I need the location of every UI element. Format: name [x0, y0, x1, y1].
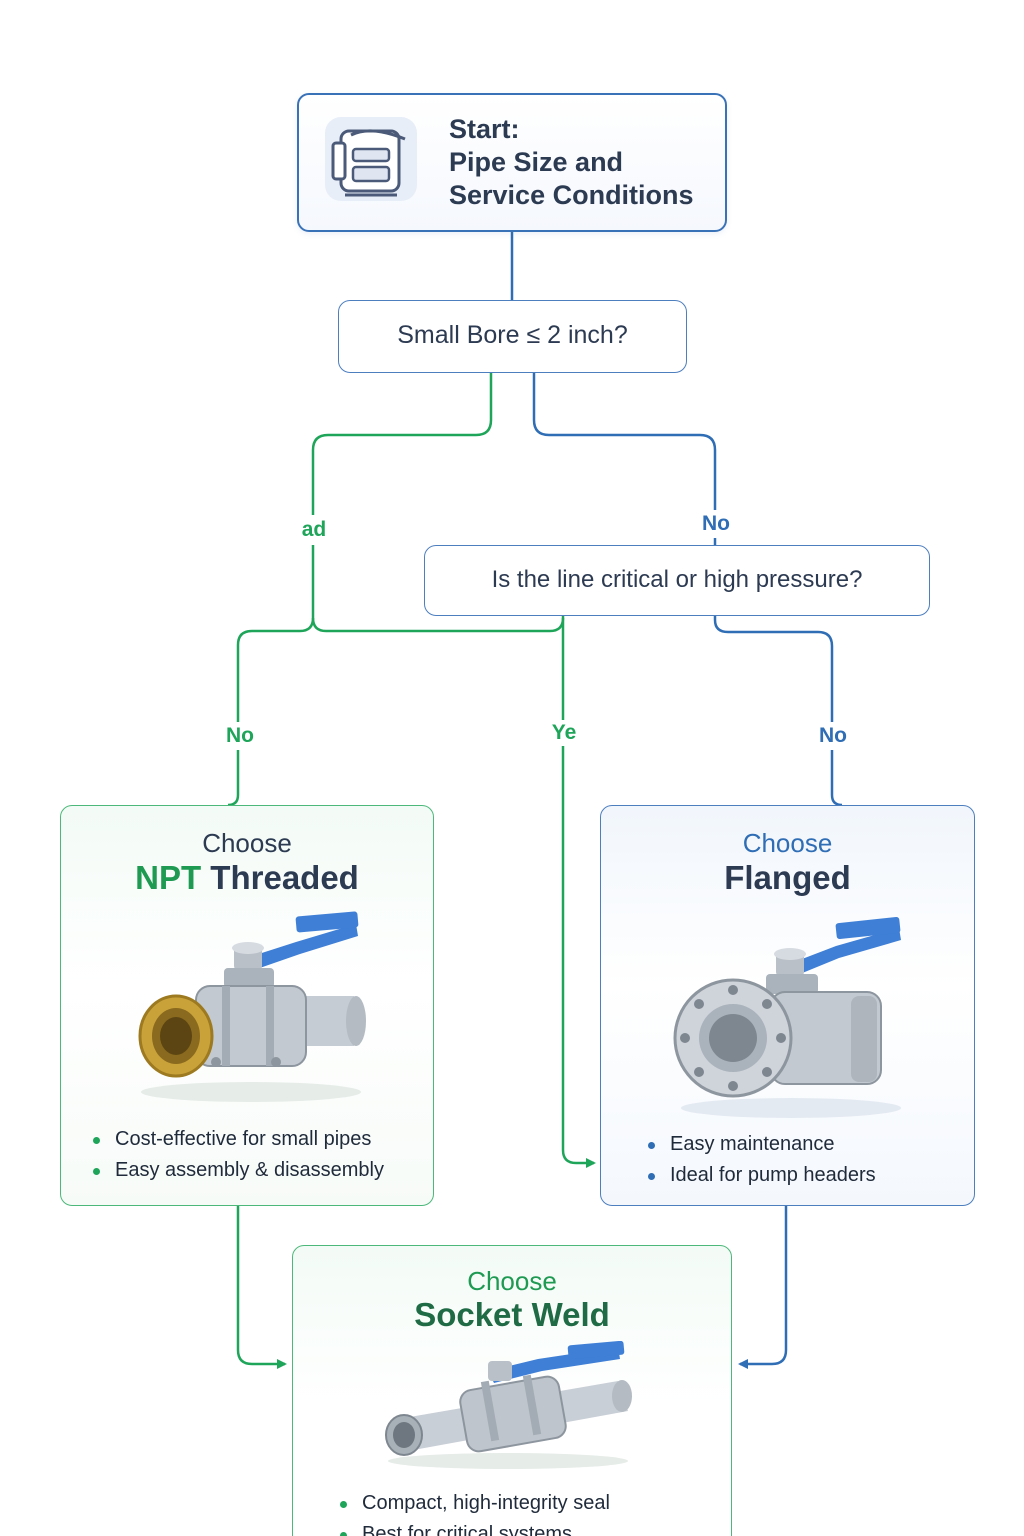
- npt-bullet-2-text: Easy assembly & disassembly: [115, 1159, 384, 1181]
- npt-bullet-list: Cost-effective for small pipes Easy asse…: [91, 1124, 384, 1186]
- flanged-bullet-list: Easy maintenance Ideal for pump headers: [646, 1129, 876, 1191]
- npt-title: NPT Threaded: [61, 859, 433, 897]
- start-title: Start: Pipe Size and Service Conditions: [449, 113, 694, 212]
- socket-bullet-list: Compact, high-integrity seal Best for cr…: [338, 1488, 610, 1536]
- edge-q1-left: [311, 373, 493, 515]
- edge-label-q1-right: No: [702, 512, 730, 535]
- socket-bullet-1-text: Compact, high-integrity seal: [362, 1492, 610, 1514]
- start-line1: Start:: [449, 114, 520, 144]
- flanged-title: Flanged: [724, 859, 851, 896]
- flanged-bullet-2: Ideal for pump headers: [646, 1160, 876, 1191]
- edge-q1-right: [532, 373, 717, 510]
- start-line3: Service Conditions: [449, 180, 694, 210]
- decision-small-bore-text: Small Bore ≤ 2 inch?: [397, 321, 628, 349]
- edge-split-left-lower: [227, 750, 240, 807]
- edge-flanged-to-socket: [738, 1206, 788, 1369]
- edge-split-bar: [311, 617, 565, 633]
- flanged-choose-label: Choose: [742, 828, 833, 858]
- result-socket-weld: Choose Socket Weld Compact, high-in: [292, 1245, 732, 1536]
- socket-bullet-2: Best for critical systems: [338, 1519, 610, 1536]
- edge-label-split-middle: Ye: [551, 721, 577, 744]
- decision-critical-line: Is the line critical or high pressure?: [424, 545, 930, 616]
- flanged-bullet-1: Easy maintenance: [646, 1129, 876, 1160]
- edge-label-q2-right: No: [819, 724, 847, 747]
- npt-title-rest: Threaded: [201, 859, 359, 896]
- edge-split-left: [236, 617, 315, 722]
- flanged-bullet-1-text: Easy maintenance: [670, 1133, 835, 1155]
- socket-bullet-2-text: Best for critical systems: [362, 1523, 573, 1536]
- edge-npt-to-socket: [236, 1206, 287, 1369]
- npt-bullet-1-text: Cost-effective for small pipes: [115, 1128, 372, 1150]
- decision-small-bore: Small Bore ≤ 2 inch?: [338, 300, 687, 373]
- threaded-ball-valve-icon: [126, 906, 376, 1106]
- npt-bullet-2: Easy assembly & disassembly: [91, 1155, 384, 1186]
- edge-label-q1-left: ad: [301, 518, 327, 541]
- valve-outline-icon: [321, 113, 421, 205]
- edge-split-middle-lower: [561, 746, 596, 1168]
- edge-q2-right-lower: [830, 750, 843, 807]
- result-flanged: Choose Flanged: [600, 805, 975, 1206]
- edge-label-split-left: No: [226, 724, 254, 747]
- socket-weld-ball-valve-icon: [378, 1340, 638, 1471]
- socket-title: Socket Weld: [414, 1296, 610, 1333]
- socket-bullet-1: Compact, high-integrity seal: [338, 1488, 610, 1519]
- start-line2: Pipe Size and: [449, 147, 624, 177]
- npt-choose-label: Choose: [202, 828, 292, 858]
- npt-title-accent: NPT: [135, 859, 202, 896]
- flanged-bullet-2-text: Ideal for pump headers: [670, 1164, 876, 1186]
- edge-q2-right: [713, 616, 834, 722]
- decision-critical-line-text: Is the line critical or high pressure?: [491, 566, 863, 593]
- flanged-ball-valve-icon: [671, 916, 911, 1121]
- start-node: Start: Pipe Size and Service Conditions: [297, 93, 727, 232]
- npt-bullet-1: Cost-effective for small pipes: [91, 1124, 384, 1155]
- result-npt-threaded: Choose NPT Threaded: [60, 805, 434, 1206]
- socket-choose-label: Choose: [467, 1266, 557, 1296]
